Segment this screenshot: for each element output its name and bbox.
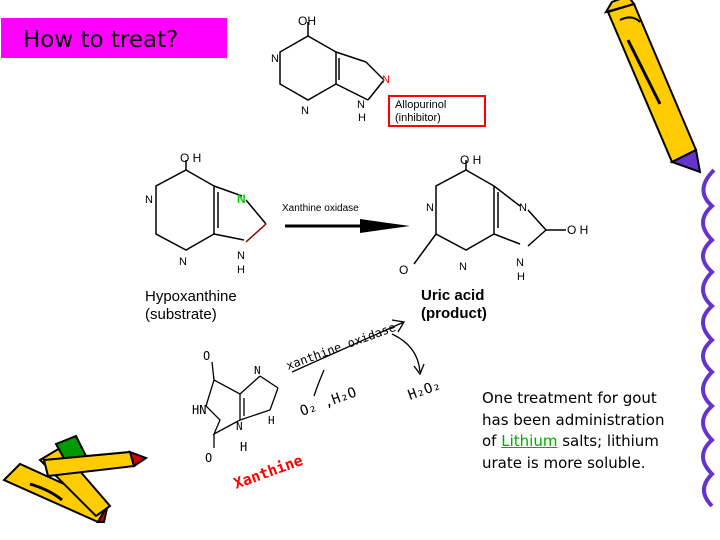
- allopurinol-label-line1: Allopurinol: [395, 99, 446, 111]
- title-box: [1, 18, 227, 58]
- uric-acid-label-line2: (product): [421, 305, 487, 322]
- handwritten-product: H₂O₂: [406, 377, 443, 404]
- xanthine-o-top: O: [203, 349, 210, 363]
- handwritten-reactants: O₂ ,H₂O: [298, 385, 359, 420]
- allopurinol-oh: OH: [298, 14, 316, 28]
- hypoxanthine-n-green: N: [237, 192, 246, 206]
- pencils-bottom-left: [2, 434, 149, 524]
- xanthine-n-ring2: N: [236, 420, 243, 433]
- uric-acid-n-top-right: N: [519, 202, 527, 214]
- allopurinol-nh: N: [357, 99, 365, 111]
- note-text-before: One treatment for gout has been administ…: [482, 389, 665, 450]
- slide-title: How to treat?: [23, 27, 179, 53]
- xanthine-h-ring: H: [268, 414, 275, 427]
- uric-acid-label-line1: Uric acid: [421, 287, 484, 304]
- hypoxanthine-n-left: N: [145, 194, 153, 206]
- enzyme-label: Xanthine oxidase: [282, 203, 359, 214]
- allopurinol-h: H: [358, 112, 366, 124]
- pencil-top-right: [603, 0, 702, 174]
- hypoxanthine-oh: O H: [180, 151, 201, 165]
- handwritten-enzyme-label: xanthine oxidase: [284, 320, 397, 373]
- right-edge-squiggle: [701, 168, 716, 508]
- xanthine-o-bottom: O: [205, 451, 212, 465]
- uric-acid-oh-top: O H: [460, 153, 481, 167]
- allopurinol-label-line2: (inhibitor): [395, 112, 441, 124]
- handwritten-arrow: [291, 319, 425, 397]
- xanthine-name: Xanthine: [231, 451, 305, 493]
- note-text-after: salts; lithium urate is more soluble.: [482, 432, 659, 472]
- uric-acid-structure: [413, 160, 566, 265]
- xanthine-structure: [205, 361, 279, 448]
- uric-acid-nh: N: [516, 257, 524, 269]
- hypoxanthine-h: H: [237, 264, 245, 276]
- allopurinol-n-bottom: N: [301, 105, 309, 117]
- xanthine-h-bottom: H: [240, 440, 247, 454]
- allopurinol-n-left: N: [271, 53, 279, 65]
- allopurinol-label-box: [388, 95, 486, 127]
- hypoxanthine-label-line1: Hypoxanthine: [145, 288, 237, 305]
- uric-acid-n-left: N: [426, 202, 434, 214]
- hypoxanthine-n-bottom: N: [179, 256, 187, 268]
- uric-acid-oh-right: O H: [567, 223, 588, 237]
- hypoxanthine-nh: N: [237, 250, 245, 262]
- reaction-arrow: [285, 219, 410, 233]
- lithium-link[interactable]: Lithium: [501, 432, 558, 450]
- hypoxanthine-label-line2: (substrate): [145, 306, 217, 323]
- xanthine-n-ring: N: [254, 364, 261, 377]
- allopurinol-n-red: N: [382, 74, 390, 86]
- uric-acid-o-left: O: [399, 263, 408, 277]
- xanthine-hn: HN: [192, 403, 206, 417]
- uric-acid-h: H: [517, 271, 525, 283]
- uric-acid-n-bottom: N: [459, 261, 467, 273]
- treatment-note: One treatment for gout has been administ…: [482, 388, 682, 474]
- hypoxanthine-structure: [155, 160, 267, 251]
- allopurinol-structure: [279, 22, 385, 101]
